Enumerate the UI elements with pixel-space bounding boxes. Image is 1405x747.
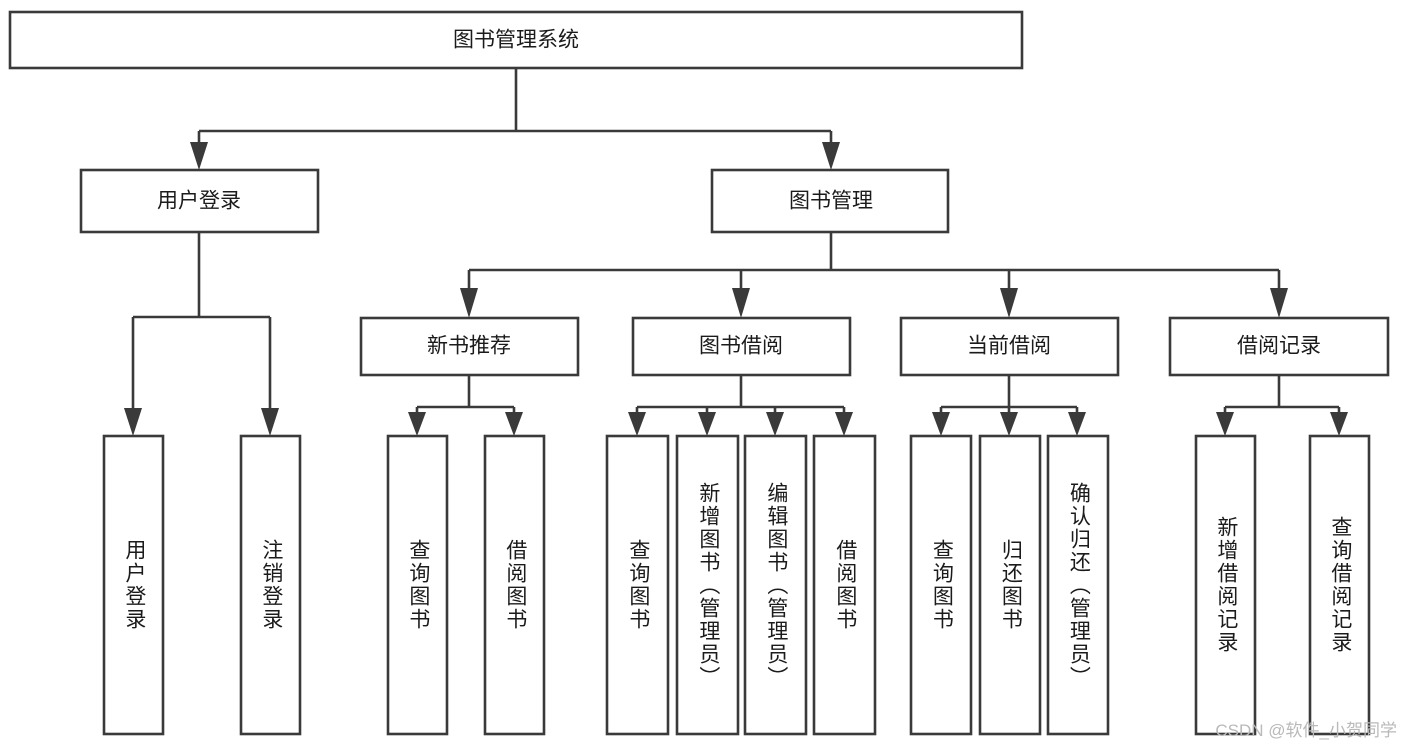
node-box-borrow-record[interactable] bbox=[1168, 316, 1390, 377]
connector-group-user-login bbox=[124, 232, 279, 436]
connector-group-current-borrow bbox=[932, 375, 1086, 436]
node-box-leaf-bb-add-book[interactable] bbox=[675, 434, 740, 736]
arrowhead-cb-leaf-3 bbox=[1068, 412, 1086, 436]
watermark-text: CSDN @软件_小贺同学 bbox=[1215, 721, 1397, 740]
node-box-leaf-cb-return-book[interactable] bbox=[978, 434, 1042, 736]
node-box-leaf-bb-borrow-book[interactable] bbox=[812, 434, 877, 736]
arrowhead-cb-leaf-1 bbox=[932, 412, 950, 436]
arrowhead-book-borrow bbox=[732, 288, 750, 318]
arrowhead-user-login bbox=[190, 142, 208, 170]
arrowhead-bb-leaf-3 bbox=[766, 412, 784, 436]
node-box-leaf-br-query-record[interactable] bbox=[1308, 434, 1371, 736]
node-box-book-borrow[interactable] bbox=[631, 316, 852, 377]
connector-group-borrow-record bbox=[1216, 375, 1348, 436]
node-box-current-borrow[interactable] bbox=[899, 316, 1120, 377]
arrowhead-bb-leaf-4 bbox=[835, 412, 853, 436]
arrowhead-new-book bbox=[460, 288, 478, 318]
arrowhead-nb-leaf-2 bbox=[505, 412, 523, 436]
connector-group-root bbox=[190, 68, 840, 170]
node-label-book-borrow: 图书借阅 bbox=[699, 335, 783, 358]
connector-group-new-book bbox=[408, 375, 523, 436]
node-box-leaf-br-add-record[interactable] bbox=[1194, 434, 1257, 736]
arrowhead-bb-leaf-1 bbox=[628, 412, 646, 436]
node-label-book-management: 图书管理 bbox=[789, 190, 873, 213]
arrowhead-br-leaf-1 bbox=[1216, 412, 1234, 436]
node-box-leaf-cb-query-book[interactable] bbox=[909, 434, 973, 736]
node-box-leaf-nb-query-book[interactable] bbox=[386, 434, 449, 736]
arrowhead-bb-leaf-2 bbox=[698, 412, 716, 436]
arrowhead-br-leaf-2 bbox=[1330, 412, 1348, 436]
node-box-leaf-nb-borrow-book[interactable] bbox=[483, 434, 546, 736]
node-label-user-login: 用户登录 bbox=[157, 190, 241, 213]
node-box-leaf-bb-edit-book[interactable] bbox=[743, 434, 808, 736]
node-label-current-borrow: 当前借阅 bbox=[967, 335, 1051, 358]
node-label-borrow-record: 借阅记录 bbox=[1237, 335, 1321, 358]
node-box-new-book-recommend[interactable] bbox=[359, 316, 580, 377]
node-box-leaf-cb-confirm-return[interactable] bbox=[1046, 434, 1110, 736]
arrowhead-book-mgmt bbox=[822, 142, 840, 170]
node-label-root: 图书管理系统 bbox=[453, 29, 579, 52]
node-box-leaf-logout[interactable] bbox=[239, 434, 302, 736]
node-box-root[interactable] bbox=[8, 10, 1024, 70]
node-box-leaf-user-login[interactable] bbox=[102, 434, 165, 736]
arrowhead-cb-leaf-2 bbox=[1000, 412, 1018, 436]
node-box-leaf-bb-query-book[interactable] bbox=[605, 434, 670, 736]
node-box-book-management[interactable] bbox=[710, 168, 950, 234]
arrowhead-leaf-user-login bbox=[124, 408, 142, 436]
connector-group-book-mgmt bbox=[460, 232, 1288, 318]
arrowhead-current-borrow bbox=[1000, 288, 1018, 318]
arrowhead-nb-leaf-1 bbox=[408, 412, 426, 436]
node-label-new-book-recommend: 新书推荐 bbox=[427, 335, 511, 358]
connector-group-book-borrow bbox=[628, 375, 853, 436]
node-box-user-login[interactable] bbox=[79, 168, 320, 234]
arrowhead-borrow-record bbox=[1270, 288, 1288, 318]
arrowhead-leaf-logout bbox=[261, 408, 279, 436]
